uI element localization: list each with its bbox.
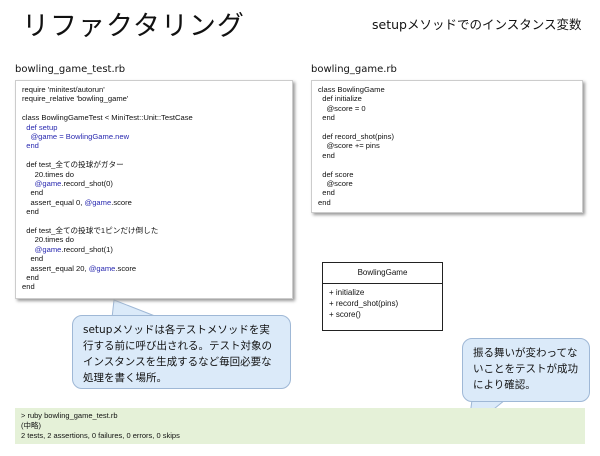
code-line: def setup <box>22 123 286 132</box>
code-token <box>22 245 35 254</box>
code-line: require 'minitest/autorun' <box>22 85 286 94</box>
code-token: end <box>22 207 39 217</box>
code-line <box>22 151 286 160</box>
code-line: @score += pins <box>318 141 576 150</box>
code-line: def test_全ての投球がガター <box>22 160 286 169</box>
code-token: end <box>22 273 39 283</box>
uml-method: + initialize <box>329 288 365 297</box>
code-token: .record_shot(0) <box>61 179 113 189</box>
console-omitted: (中略) <box>21 421 41 430</box>
code-line: end <box>318 198 576 207</box>
uml-class-diagram: BowlingGame + initialize + record_shot(p… <box>322 262 443 331</box>
code-line: assert_equal 20, @game.score <box>22 264 286 273</box>
code-token: end <box>318 113 335 123</box>
code-token: end <box>22 141 39 151</box>
code-line: end <box>22 188 286 197</box>
code-line: @game.record_shot(0) <box>22 179 286 188</box>
code-token: @score = 0 <box>318 103 366 113</box>
code-token: end <box>22 282 35 292</box>
code-token: assert_equal 0, <box>22 197 85 207</box>
code-token <box>22 179 35 188</box>
code-token: @game <box>84 197 112 207</box>
uml-class-name: BowlingGame <box>323 263 442 284</box>
code-token: @game = BowlingGame.new <box>22 132 130 142</box>
code-line <box>318 160 576 169</box>
code-token: require_relative 'bowling_game' <box>22 94 129 104</box>
code-line: end <box>22 282 286 291</box>
code-line: end <box>318 188 576 197</box>
code-token: @score <box>318 179 353 189</box>
console-result: 2 tests, 2 assertions, 0 failures, 0 err… <box>21 431 180 440</box>
code-line <box>318 123 576 132</box>
code-line: end <box>318 151 576 160</box>
code-token: end <box>318 197 331 207</box>
code-line: end <box>22 254 286 263</box>
code-token: end <box>318 188 335 198</box>
code-line: @game = BowlingGame.new <box>22 132 286 141</box>
code-token: end <box>318 150 335 160</box>
code-token: @game <box>34 244 62 254</box>
code-token: class BowlingGame <box>318 85 385 94</box>
code-line: @score = 0 <box>318 104 576 113</box>
code-line: assert_equal 0, @game.score <box>22 198 286 207</box>
uml-method: + record_shot(pins) <box>329 299 399 308</box>
code-token: @game <box>34 179 62 189</box>
code-token: 20.times do <box>22 169 74 179</box>
code-line: def test_全ての投球で1ピンだけ倒した <box>22 226 286 235</box>
source-file-label: bowling_game.rb <box>311 64 397 75</box>
code-token: def test_全ての投球で1ピンだけ倒した <box>22 226 159 236</box>
code-token: .record_shot(1) <box>61 244 113 254</box>
console-output: > ruby bowling_game_test.rb (中略) 2 tests… <box>15 408 585 444</box>
test-code-block: require 'minitest/autorun'require_relati… <box>15 80 293 299</box>
code-line: end <box>318 113 576 122</box>
code-token: 20.times do <box>22 235 74 245</box>
test-file-label: bowling_game_test.rb <box>15 64 126 75</box>
code-token: @game <box>88 263 116 273</box>
result-callout: 振る舞いが変わってないことをテストが成功により確認。 <box>462 338 590 402</box>
code-token: .score <box>111 197 132 207</box>
code-token: def test_全ての投球がガター <box>22 160 124 170</box>
code-token: def initialize <box>318 94 362 104</box>
code-token: @score += pins <box>318 141 380 151</box>
code-line: def record_shot(pins) <box>318 132 576 141</box>
code-token: end <box>22 188 44 198</box>
source-code-block: class BowlingGame def initialize @score … <box>311 80 583 213</box>
code-line: class BowlingGame <box>318 85 576 94</box>
code-token: .score <box>115 263 137 273</box>
page-title: リファクタリング <box>22 11 245 42</box>
code-line: end <box>22 273 286 282</box>
code-line: 20.times do <box>22 170 286 179</box>
code-line: 20.times do <box>22 235 286 244</box>
code-token: require 'minitest/autorun' <box>22 85 105 94</box>
uml-method: + score() <box>329 310 361 319</box>
code-token: def record_shot(pins) <box>318 132 394 142</box>
code-token: assert_equal 20, <box>22 263 89 273</box>
code-token: def score <box>318 169 354 179</box>
setup-callout: setupメソッドは各テストメソッドを実行する前に呼び出される。テスト対象のイン… <box>72 315 291 389</box>
code-line: @score <box>318 179 576 188</box>
code-line: class BowlingGameTest < MiniTest::Unit::… <box>22 113 286 122</box>
console-command: > ruby bowling_game_test.rb <box>21 411 118 420</box>
code-line: def initialize <box>318 94 576 103</box>
code-line <box>22 217 286 226</box>
code-line: end <box>22 207 286 216</box>
code-token: end <box>22 254 44 264</box>
code-line <box>22 104 286 113</box>
code-line: require_relative 'bowling_game' <box>22 94 286 103</box>
code-token: class BowlingGameTest < MiniTest::Unit::… <box>22 113 193 123</box>
page-subtitle: setupメソッドでのインスタンス変数 <box>372 17 582 32</box>
code-line: end <box>22 141 286 150</box>
code-line: def score <box>318 170 576 179</box>
code-line: @game.record_shot(1) <box>22 245 286 254</box>
code-token: def setup <box>22 122 58 132</box>
